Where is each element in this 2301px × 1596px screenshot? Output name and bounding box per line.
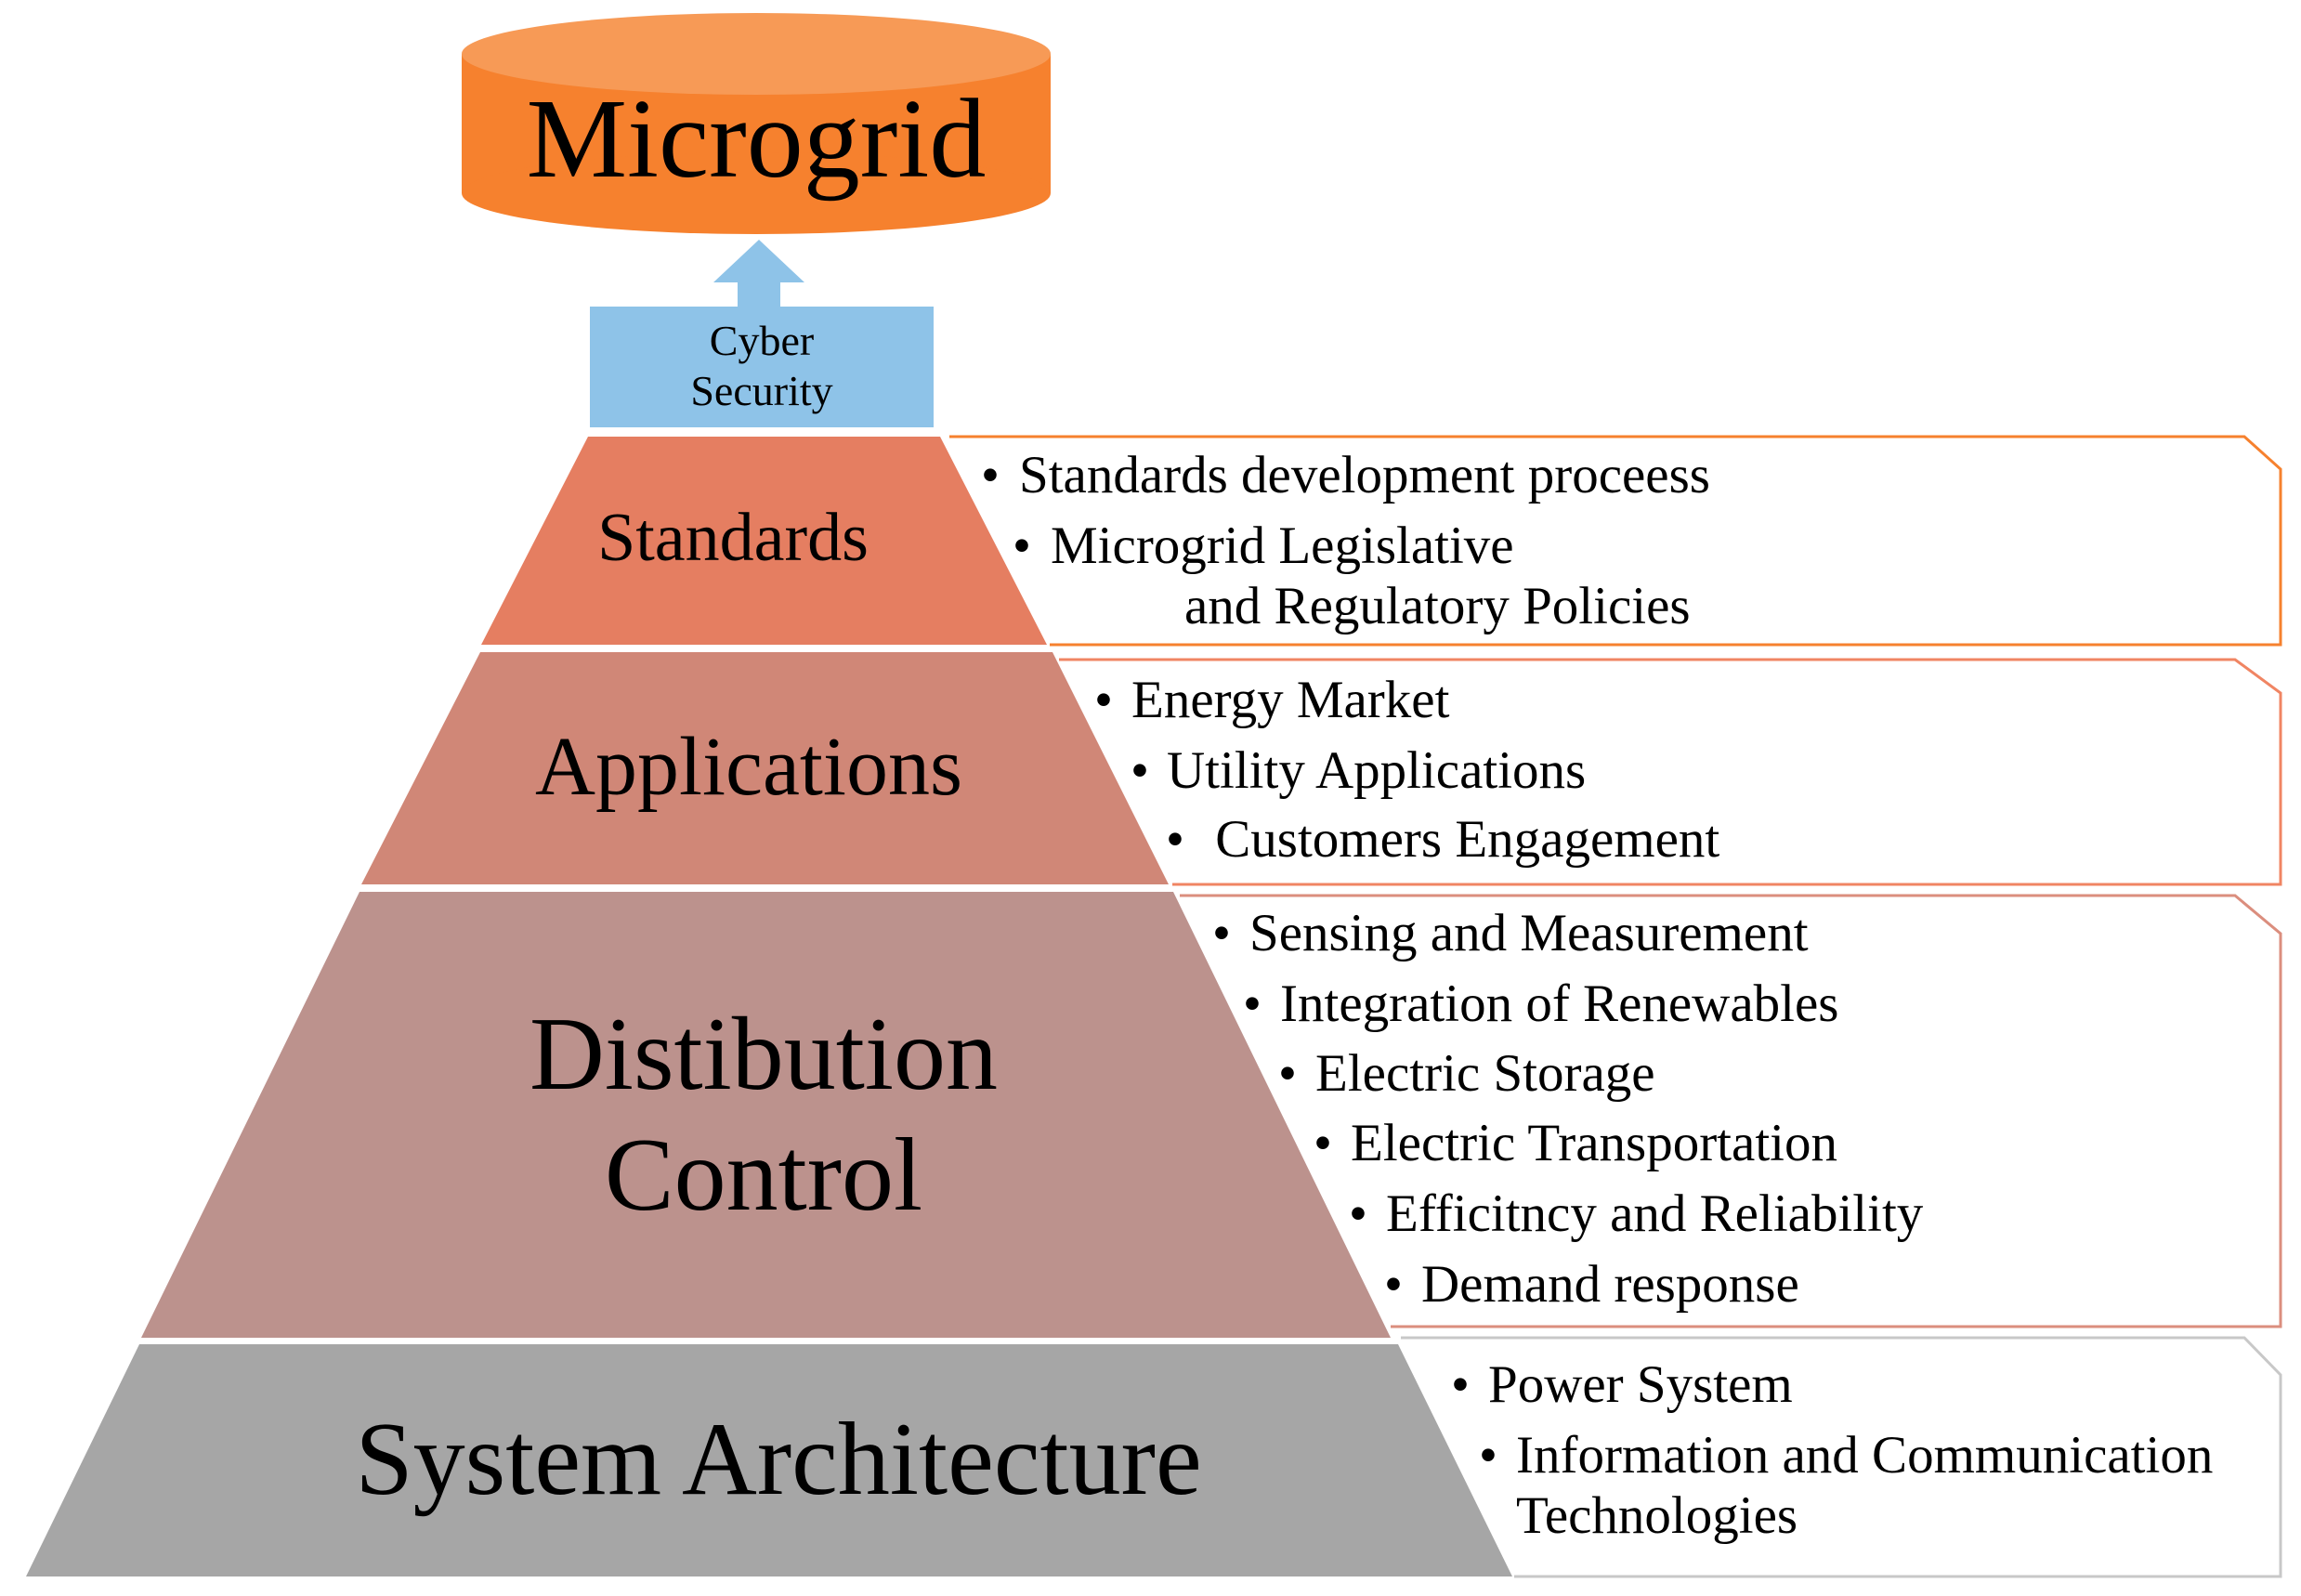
bullet-distribution-2: Integration of Renewables	[1280, 975, 1838, 1033]
cyber-security-arrow: Cyber Security	[590, 240, 934, 427]
bullet-system-2: Information and Communication	[1516, 1426, 2213, 1485]
pyramid	[26, 437, 1512, 1576]
bullet-dot: •	[1094, 671, 1113, 729]
label-distribution-control-line1: Distibution	[529, 997, 998, 1112]
layer-standards-shape	[481, 437, 1047, 645]
cyber-security-label-line2: Security	[690, 367, 832, 414]
callout-applications-border	[1059, 658, 2282, 886]
bullet-applications-2: Utility Applications	[1167, 741, 1586, 800]
bullet-standards-2-cont: and Regulatory Policies	[1184, 577, 1691, 635]
callout-system-architecture-border	[1401, 1336, 2282, 1578]
bullets: • Standards development proceess • Micro…	[981, 446, 2213, 1545]
microgrid-cylinder: Microgrid	[462, 13, 1051, 234]
bullet-standards-1: Standards development proceess	[1019, 446, 1710, 504]
cyber-security-arrow-head	[713, 240, 804, 307]
bullet-dot: •	[1384, 1255, 1403, 1314]
bullet-distribution-1: Sensing and Measurement	[1249, 904, 1809, 962]
bullet-applications-1: Energy Market	[1131, 671, 1450, 729]
bullet-dot: •	[1131, 741, 1149, 800]
bullet-distribution-6: Demand response	[1421, 1255, 1799, 1314]
bullet-standards-2: Microgrid Legislative	[1051, 517, 1514, 575]
layer-labels: Standards Applications Distibution Contr…	[355, 500, 1201, 1517]
callout-distribution-control-border	[1180, 894, 2282, 1328]
layer-applications-shape	[361, 652, 1169, 884]
bullet-distribution-4: Electric Transportation	[1351, 1114, 1837, 1172]
microgrid-cylinder-bottom	[462, 152, 1051, 234]
bullet-system-2-cont: Technologies	[1516, 1486, 1798, 1545]
callout-standards-border	[949, 435, 2282, 647]
bullet-dot: •	[1278, 1044, 1297, 1103]
bullet-applications-3: Customers Engagement	[1202, 810, 1719, 869]
bullet-dot: •	[1243, 975, 1262, 1033]
label-system-architecture: System Architecture	[355, 1402, 1201, 1517]
bullet-dot: •	[1349, 1184, 1367, 1243]
label-standards: Standards	[597, 500, 869, 576]
label-applications: Applications	[535, 721, 962, 813]
microgrid-cylinder-top	[462, 13, 1051, 95]
bullet-dot: •	[1451, 1355, 1470, 1414]
bullet-dot: •	[1013, 517, 1031, 575]
bullet-dot: •	[1166, 810, 1184, 869]
bullet-dot: •	[1479, 1426, 1497, 1485]
bullet-distribution-3: Electric Storage	[1315, 1044, 1655, 1103]
bullet-dot: •	[1314, 1114, 1332, 1172]
layer-system-architecture-shape	[26, 1344, 1512, 1576]
bullet-distribution-5: Efficitncy and Reliability	[1386, 1184, 1924, 1243]
bullet-system-1: Power System	[1488, 1355, 1793, 1414]
callout-boxes	[949, 435, 2282, 1578]
label-distribution-control-line2: Control	[605, 1118, 922, 1233]
cyber-security-box	[590, 307, 934, 427]
bullet-dot: •	[1212, 904, 1231, 962]
cyber-security-label-line1: Cyber	[710, 317, 814, 364]
microgrid-title: Microgrid	[527, 76, 987, 202]
bullet-dot: •	[981, 446, 1000, 504]
layer-distribution-control-shape	[141, 892, 1391, 1338]
